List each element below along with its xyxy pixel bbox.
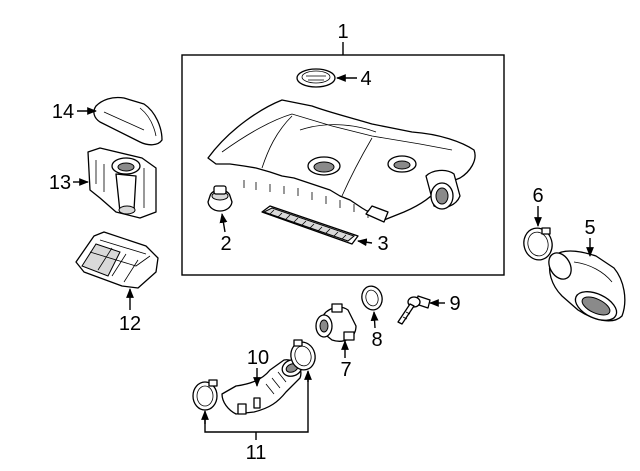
callout-8: 8 (371, 329, 382, 351)
air-box-part[interactable] (87, 147, 157, 219)
grommet-part[interactable] (207, 185, 233, 212)
leader-3 (357, 238, 373, 247)
callout-10: 10 (247, 347, 269, 369)
callout-4: 4 (360, 68, 371, 90)
engine-cover-part[interactable] (207, 99, 476, 223)
callout-14: 14 (52, 101, 74, 123)
callout-3: 3 (377, 233, 388, 255)
hose-clamp-part-11b[interactable] (288, 339, 318, 372)
o-ring-seal-part[interactable] (359, 284, 385, 312)
callout-11: 11 (246, 442, 267, 464)
bolt-part[interactable] (397, 295, 431, 325)
intake-duct-part[interactable] (75, 231, 159, 289)
air-box-lid-part[interactable] (93, 96, 163, 146)
callout-2: 2 (220, 233, 231, 255)
mass-air-flow-sensor-part[interactable] (315, 303, 357, 342)
leader-8 (370, 311, 379, 329)
intake-tube-part[interactable] (221, 357, 304, 415)
callout-12: 12 (119, 313, 141, 335)
callout-13: 13 (49, 172, 71, 194)
callout-9: 9 (449, 293, 460, 315)
leader-2 (219, 213, 228, 233)
callout-6: 6 (532, 185, 543, 207)
air-filter-part[interactable] (261, 205, 359, 245)
hose-clamp-part-6[interactable] (520, 225, 555, 263)
callout-1: 1 (337, 21, 348, 43)
oil-cap-part[interactable] (296, 68, 336, 88)
callout-5: 5 (584, 217, 595, 239)
callout-7: 7 (340, 359, 351, 381)
hose-clamp-part-11a[interactable] (192, 379, 218, 411)
intake-hose-part[interactable] (544, 249, 626, 326)
